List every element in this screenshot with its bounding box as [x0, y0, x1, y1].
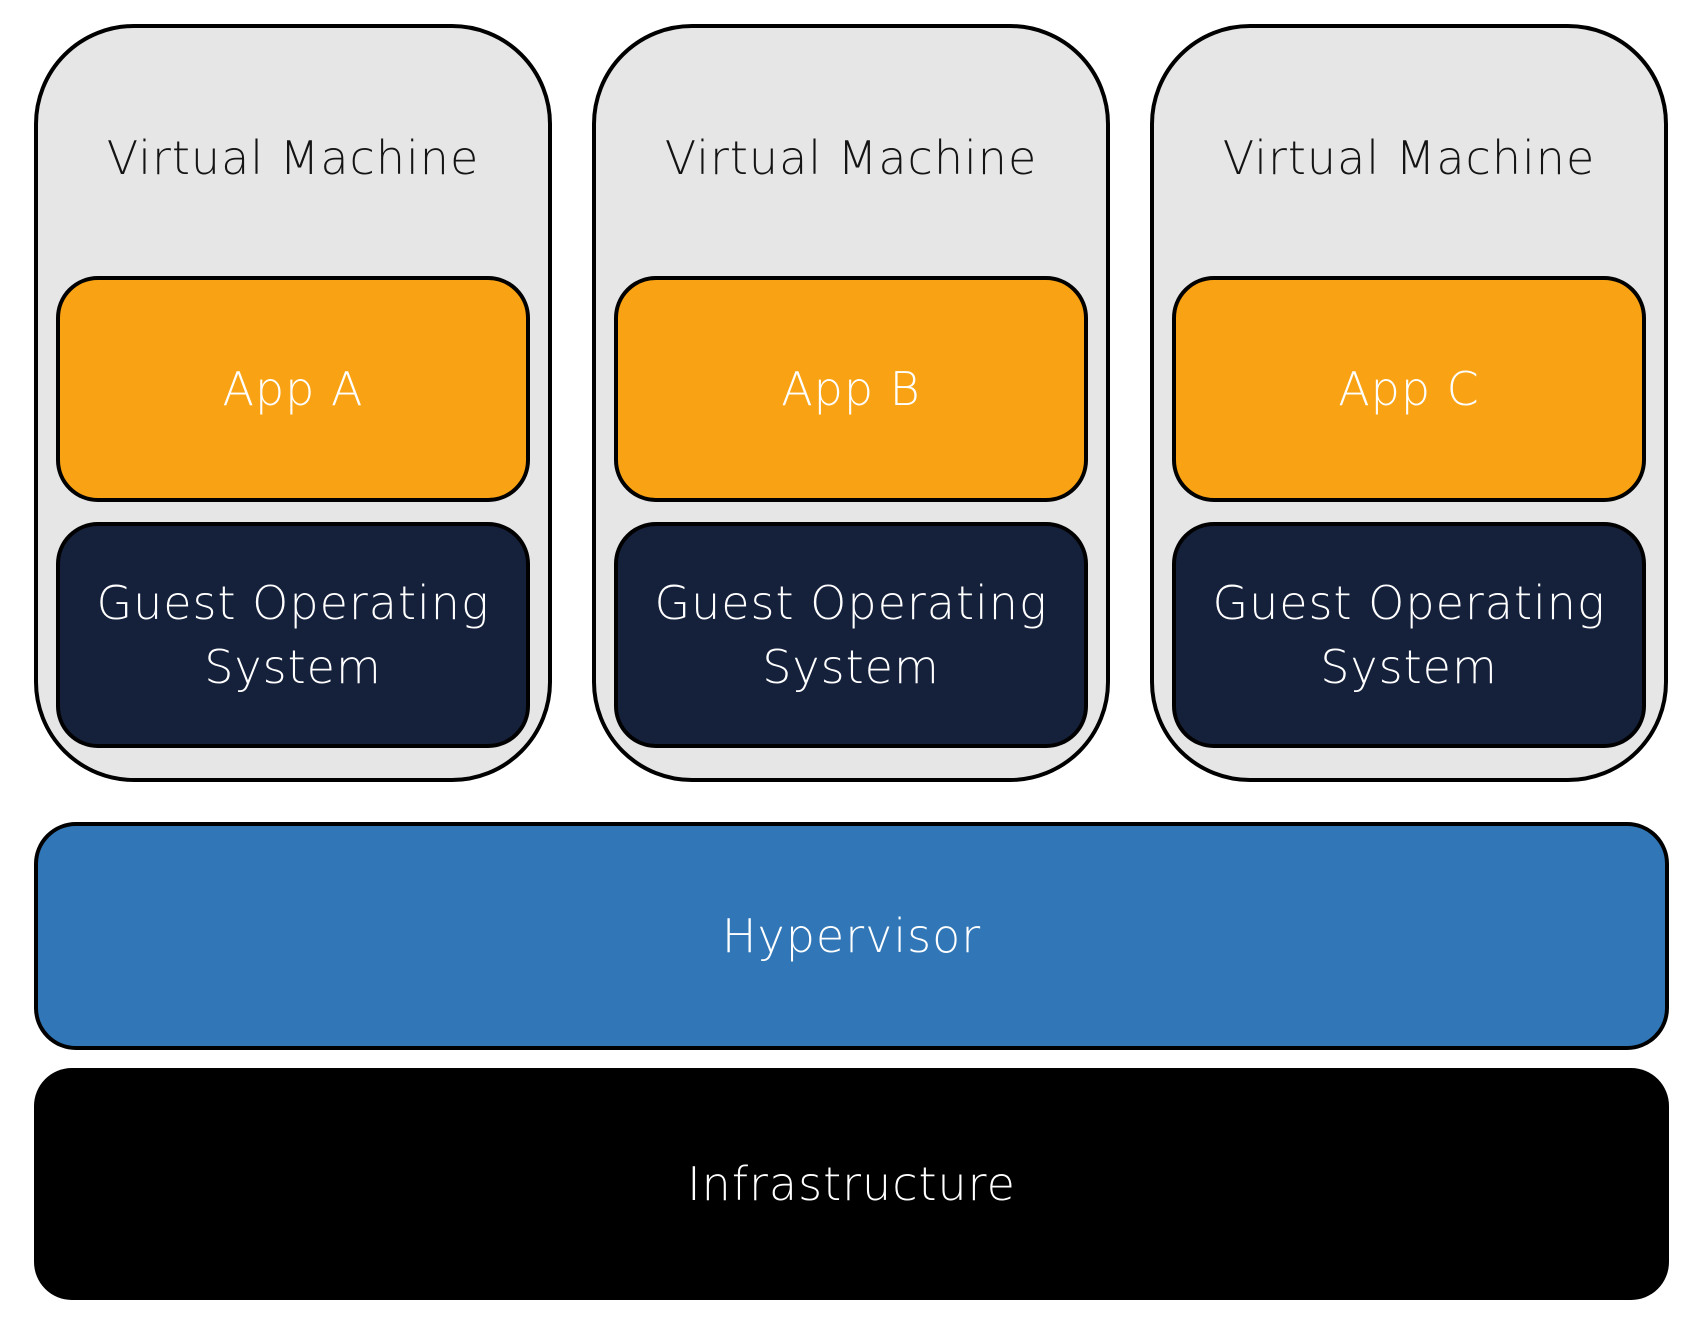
vm-container-2: Virtual Machine App B Guest Operating Sy…	[592, 24, 1110, 782]
vm-container-1: Virtual Machine App A Guest Operating Sy…	[34, 24, 552, 782]
vm-container-3: Virtual Machine App C Guest Operating Sy…	[1150, 24, 1668, 782]
app-a-box: App A	[56, 276, 530, 502]
app-b-box: App B	[614, 276, 1088, 502]
guest-os-box-3: Guest Operating System	[1172, 522, 1646, 748]
vm-label: Virtual Machine	[106, 131, 480, 185]
guest-os-label: Guest Operating System	[1212, 576, 1606, 694]
guest-os-label: Guest Operating System	[96, 576, 490, 694]
guest-os-box-1: Guest Operating System	[56, 522, 530, 748]
hypervisor-layer: Hypervisor	[34, 822, 1669, 1050]
vm-label: Virtual Machine	[1222, 131, 1596, 185]
guest-os-box-2: Guest Operating System	[614, 522, 1088, 748]
app-c-label: App C	[1338, 362, 1480, 416]
app-a-label: App A	[222, 362, 364, 416]
hypervisor-label: Hypervisor	[721, 909, 982, 963]
guest-os-label: Guest Operating System	[654, 576, 1048, 694]
app-c-box: App C	[1172, 276, 1646, 502]
vm-label: Virtual Machine	[664, 131, 1038, 185]
infrastructure-label: Infrastructure	[687, 1157, 1016, 1211]
infrastructure-layer: Infrastructure	[34, 1068, 1669, 1300]
app-b-label: App B	[781, 362, 921, 416]
